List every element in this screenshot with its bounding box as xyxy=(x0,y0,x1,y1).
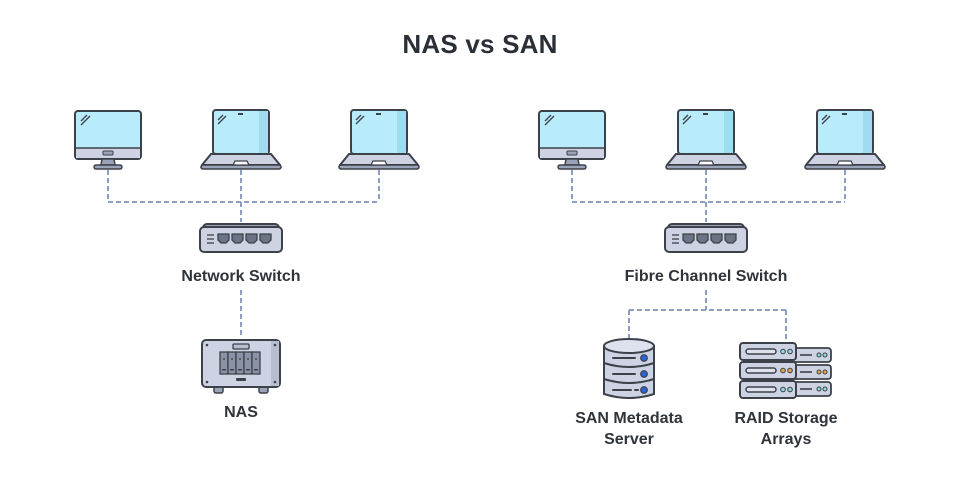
laptop-icon xyxy=(804,109,886,170)
label-line: SAN Metadata xyxy=(575,410,683,427)
laptop-icon xyxy=(338,109,420,170)
san-connectors xyxy=(571,170,846,340)
network-switch-icon xyxy=(199,223,283,253)
nas-device-icon xyxy=(201,339,281,394)
laptop-icon xyxy=(200,109,282,170)
label-line: Server xyxy=(604,431,654,448)
label-line: RAID Storage xyxy=(734,410,838,427)
fibre-channel-switch-label: Fibre Channel Switch xyxy=(624,268,788,285)
desktop-icon xyxy=(538,110,606,170)
network-switch-label: Network Switch xyxy=(181,268,301,285)
raid-storage-icon xyxy=(739,342,832,399)
fibre-channel-switch-icon xyxy=(664,223,748,253)
nas-connectors xyxy=(107,170,380,338)
san-metadata-server-label: SAN Metadata Server xyxy=(554,408,704,450)
nas-label: NAS xyxy=(224,404,258,421)
laptop-icon xyxy=(665,109,747,170)
label-line: Arrays xyxy=(760,431,812,448)
diagram-title: NAS vs SAN xyxy=(402,29,558,59)
desktop-icon xyxy=(74,110,142,170)
raid-storage-arrays-label: RAID Storage Arrays xyxy=(711,408,861,450)
database-server-icon xyxy=(603,338,655,399)
